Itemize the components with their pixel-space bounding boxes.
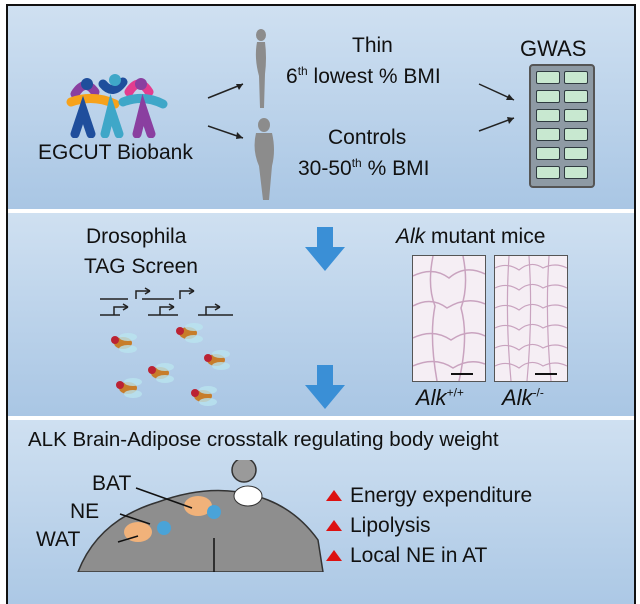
wt-gene: Alk [416,385,447,410]
panel-crosstalk: ALK Brain-Adipose crosstalk regulating b… [8,420,634,604]
thin-criteria-sup: th [297,64,308,78]
effect-local-ne: Local NE in AT [350,544,488,567]
histology-knockout [494,255,568,382]
ne-label: NE [70,500,100,523]
ko-gene: Alk [502,385,533,410]
gwas-chip-array [529,64,595,188]
controls-criteria: 30-50th % BMI [298,156,429,181]
down-arrow-icon [305,365,345,409]
up-arrow-icon [326,550,342,561]
wat-label: WAT [36,528,81,551]
chip-cell [564,128,588,141]
down-arrow-icon [305,227,345,271]
chip-cell [536,166,560,179]
up-arrow-icon [326,520,342,531]
chip-cell [564,147,588,160]
controls-criteria-sup: th [351,156,362,170]
thin-person-icon [255,29,266,108]
chip-cell [536,71,560,84]
controls-label: Controls [328,126,407,149]
arrows-to-gwas [478,83,515,132]
ko-sup: -/- [532,385,544,400]
biobank-label: EGCUT Biobank [38,141,193,164]
fly-icon [111,333,137,353]
adipocyte-small-icon [494,255,568,382]
wt-sup: +/+ [446,385,464,400]
divider [8,209,634,213]
arrows-to-groups [207,83,244,139]
ko-genotype-label: Alk-/- [502,385,544,411]
wt-genotype-label: Alk+/+ [416,385,464,411]
histology-wildtype [412,255,486,382]
mice-title: Alk mutant mice [396,225,545,249]
thin-criteria-num: 6 [286,65,298,88]
egcut-logo-icon [66,74,168,138]
chip-cell [536,128,560,141]
gwas-label: GWAS [520,36,587,61]
graphical-abstract: EGCUT Biobank Thin 6th lowest % BMI Cont… [6,4,636,604]
up-arrow-icon [326,490,342,501]
thin-criteria-text: lowest % BMI [307,65,441,88]
thin-label: Thin [352,34,393,57]
controls-criteria-text: % BMI [361,157,430,180]
gene-construct-icon [100,287,233,316]
chip-cell [564,166,588,179]
chip-cell [564,90,588,103]
divider [8,416,634,420]
mice-title-rest: mutant mice [425,225,546,248]
mice-gene: Alk [396,225,426,248]
effect-lipolysis: Lipolysis [350,514,431,537]
panel-gwas: EGCUT Biobank Thin 6th lowest % BMI Cont… [8,6,634,209]
chip-cell [536,147,560,160]
panel-screen: Drosophila TAG Screen [8,213,634,416]
chip-cell [564,71,588,84]
chip-cell [536,90,560,103]
control-person-icon [254,118,274,200]
label-leader-lines [117,487,193,543]
bat-label: BAT [92,472,132,495]
effect-energy: Energy expenditure [350,484,533,507]
adipocyte-large-icon [412,255,486,382]
controls-criteria-num: 30-50 [298,157,352,180]
mouse-icon [77,460,324,572]
chip-cell [536,109,560,122]
thin-criteria: 6th lowest % BMI [286,64,441,89]
screen-title-line1: Drosophila [86,225,187,248]
chip-cell [564,109,588,122]
drosophila-group-icon [111,323,230,406]
screen-title-line2: TAG Screen [84,255,198,278]
crosstalk-title: ALK Brain-Adipose crosstalk regulating b… [28,428,499,451]
